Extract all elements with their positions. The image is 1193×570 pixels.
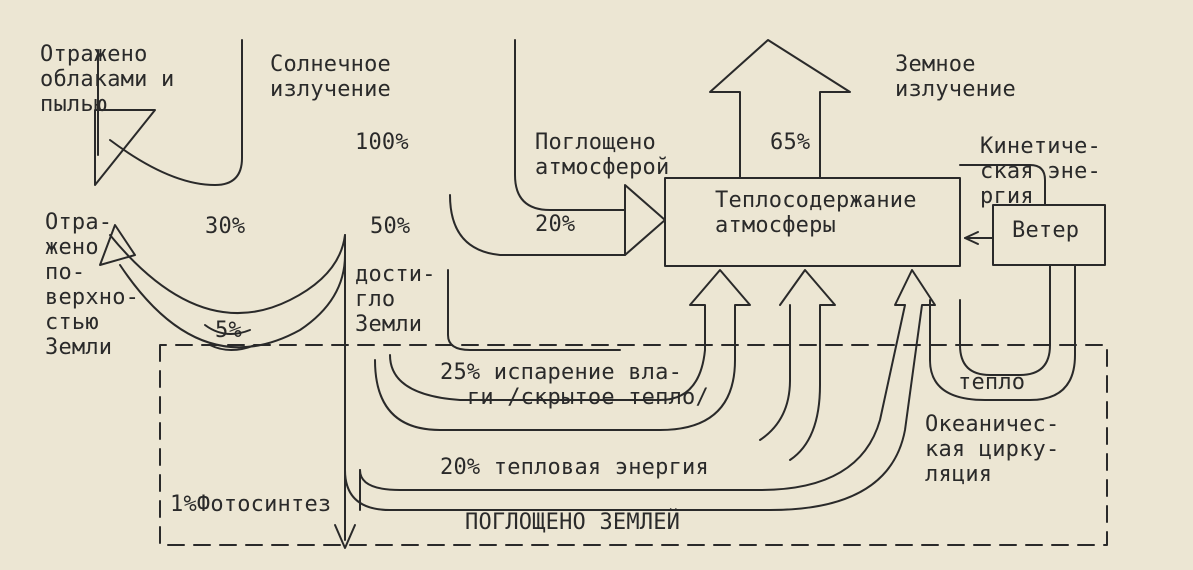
atm-heat-content-label: Теплосодержание атмосферы (715, 188, 917, 238)
solar-100-label: 100% (355, 130, 409, 155)
absorbed-atm-arrowhead (624, 184, 666, 256)
earth-radiation-arrow (709, 39, 851, 179)
absorbed-atm-label: Поглощено атмосферой (535, 130, 670, 180)
reflected-clouds-arrow (94, 109, 156, 186)
solar-radiation-label: Солнечное излучение (270, 52, 392, 102)
earth-radiation-label: Земное излучение (895, 52, 1017, 102)
wind-label: Ветер (1012, 218, 1080, 243)
heat-label: тепло (958, 370, 1026, 395)
pct-5-label: 5% (215, 318, 242, 343)
reflected-surface-arrow (99, 224, 136, 266)
thermal-energy-flow (344, 269, 936, 511)
reflected-surface-label: Отра- жено по- верхно- стью Земли (45, 210, 140, 360)
absorbed-atm-flow (514, 39, 626, 211)
ocean-circulation-loop (929, 264, 1076, 401)
surface-flow-inner (119, 254, 346, 349)
ocean-circulation-label: Океаничес- кая цирку- ляция (925, 412, 1060, 487)
pct-65-label: 65% (770, 130, 811, 155)
pct-50-label: 50% (370, 214, 411, 239)
kinetic-energy-label: Кинетиче- ская эне- ргия (980, 134, 1102, 209)
evaporation-label: 25% испарение вла- ги /скрытое тепло/ (440, 360, 709, 410)
reached-earth-label: дости- гло Земли (355, 262, 436, 337)
evaporation-arrow-left (374, 269, 751, 431)
thermal-energy-label: 20% тепловая энергия (440, 455, 709, 480)
evaporation-arrow-center (779, 269, 836, 461)
reflected-clouds-label: Отражено облаками и пылью (40, 42, 175, 117)
earth-absorption-region (159, 344, 1108, 546)
atm-heat-box (664, 177, 961, 267)
surface-flow-outer (109, 234, 346, 314)
absorbed-earth-label: ПОГЛОЩЕНО ЗЕМЛЕЙ (465, 510, 681, 535)
solar-beam (109, 39, 243, 186)
reached-earth-flow (447, 269, 621, 351)
pct-20-atm-label: 20% (535, 212, 576, 237)
pct-30-label: 30% (205, 214, 246, 239)
photosynthesis-label: 1%Фотосинтез (170, 492, 332, 517)
